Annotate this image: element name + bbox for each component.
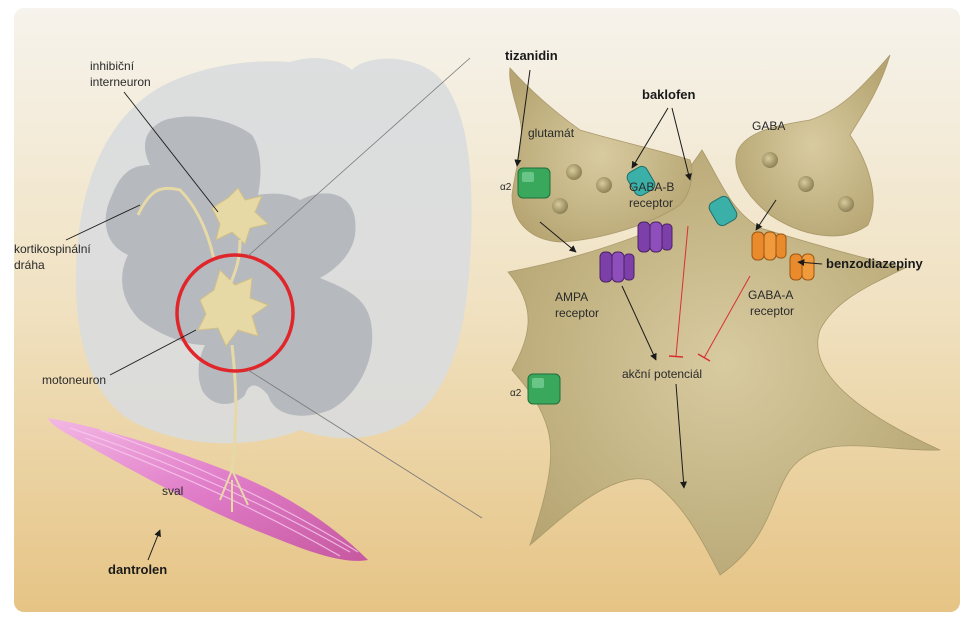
presynaptic-terminal-gaba [735,54,891,237]
gabab-receptor-gaba-terminal [708,195,738,227]
muscle [48,418,368,561]
zoom-line-top [247,57,471,257]
vesicle [762,152,778,168]
label-glutamat: glutamát [528,126,575,140]
label-baklofen: baklofen [642,87,696,102]
alpha2-receptor-bottom [527,373,561,405]
label-kortiko-1: kortikospinální [14,242,91,256]
ampa-receptor [599,251,635,283]
gabaa-receptor [751,231,815,281]
label-gabaa-1: GABA-A [748,288,793,302]
gabab-receptor-postsynaptic [637,221,673,253]
grey-matter [105,116,373,416]
label-gabaa-2: receptor [750,304,794,318]
arrow-gaba-to-gabaa [755,199,777,231]
leader-inhibicni [123,91,219,213]
label-gabab-2: receptor [629,196,673,210]
muscle-striations [69,427,359,557]
label-kortiko-2: dráha [14,258,45,272]
label-benzodiazepiny: benzodiazepiny [826,256,924,271]
label-inhibicni-1: inhibiční [90,59,135,73]
arrow-glutamate-to-ampa [539,221,577,253]
label-alpha2-top: α2 [500,182,512,193]
label-gabab-1: GABA-B [629,180,674,194]
label-gaba: GABA [752,119,785,133]
label-inhibicni-2: interneuron [90,75,151,89]
label-alpha2-bottom: α2 [510,388,522,399]
muscle-body [48,418,368,561]
vesicle [838,196,854,212]
highlight-ring [175,253,295,373]
label-ampa-2: receptor [555,306,599,320]
vesicle [552,198,568,214]
zoom-line-bottom [247,369,483,519]
label-sval: sval [162,484,183,498]
corticospinal-fibre [136,186,216,261]
gabab-receptor-presynaptic [626,165,656,197]
vesicle [798,176,814,192]
label-tizanidin: tizanidin [505,48,558,63]
label-dantrolen: dantrolen [108,562,167,577]
leader-motoneuron [109,329,197,376]
inhibition-gabab [668,225,689,358]
alpha2-receptor-top [517,167,551,199]
motoneuron-body [197,269,270,347]
label-akcni-potencial: akční potenciál [622,367,702,381]
interneuron-axon [228,239,242,286]
inhibitory-interneuron-body [211,187,270,245]
inhibition-gabaa [697,275,751,362]
arrow-baklofen-to-postsynaptic [671,107,692,181]
label-ampa-1: AMPA [555,290,588,304]
arrow-tizanidin [514,69,531,167]
arrow-ampa-to-action-potential [621,285,657,361]
arrow-dantrolen [147,529,161,561]
label-motoneuron: motoneuron [42,373,106,387]
arrow-benzodiazepiny [797,259,823,267]
vesicle [596,177,612,193]
arrow-baklofen-to-presynaptic [631,107,669,169]
arrow-action-potential-down [675,383,688,489]
nerve-ending [219,469,249,512]
spinal-cord [75,58,472,519]
leader-kortiko [65,204,141,241]
vesicle [566,164,582,180]
